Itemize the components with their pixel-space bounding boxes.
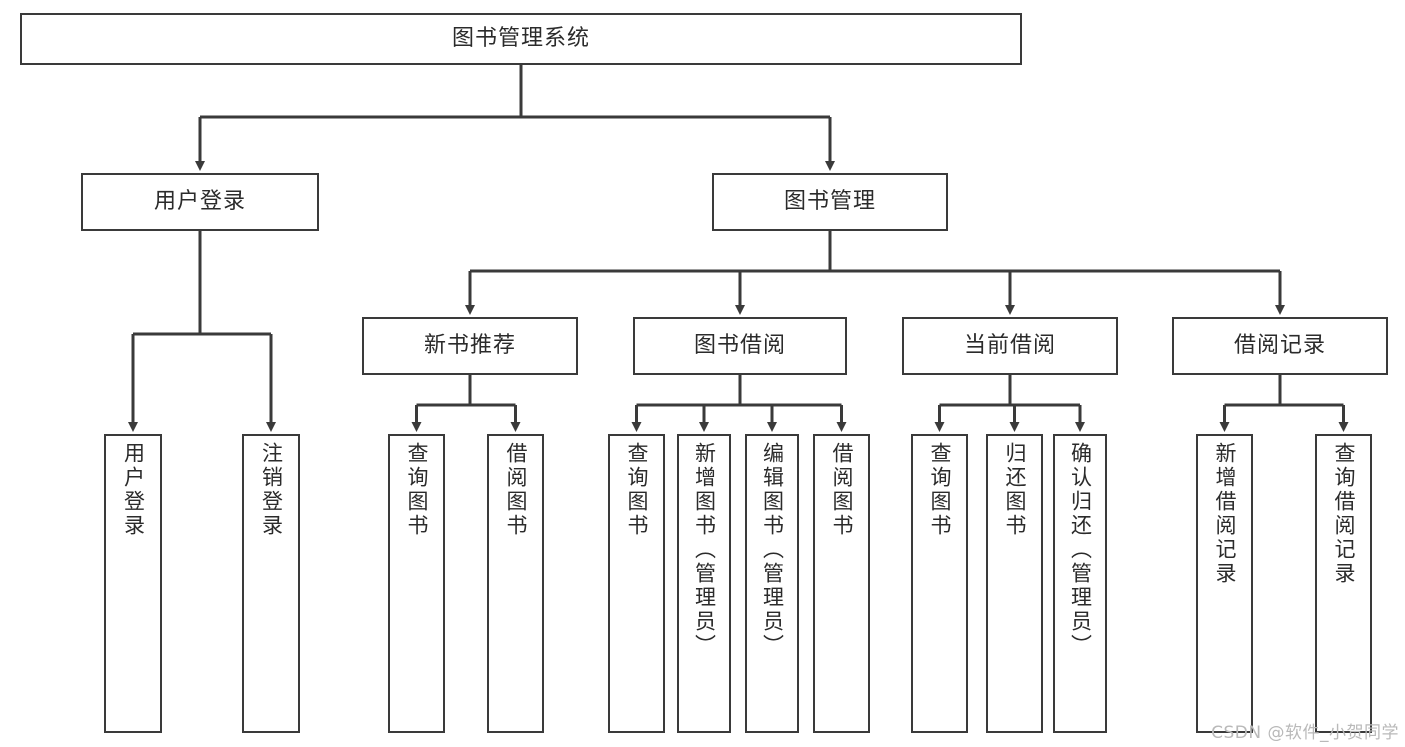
node-leaf-nb-borrow-book[interactable]: 借阅图书: [487, 434, 544, 733]
node-leaf-rec-add-record-label: 新增借阅记录: [1212, 442, 1237, 586]
node-leaf-cur-confirm-return[interactable]: 确认归还（管理员）: [1053, 434, 1107, 733]
node-borrow-record-label: 借阅记录: [1233, 332, 1326, 358]
node-new-book-recommend-label: 新书推荐: [423, 332, 516, 358]
node-leaf-bw-borrow-book[interactable]: 借阅图书: [813, 434, 870, 733]
node-leaf-bw-query-book[interactable]: 查询图书: [608, 434, 665, 733]
node-book-borrow-label: 图书借阅: [693, 332, 786, 358]
node-book-manage[interactable]: 图书管理: [712, 173, 948, 231]
node-leaf-rec-query-record-label: 查询借阅记录: [1331, 442, 1356, 586]
node-user-login-label: 用户登录: [153, 188, 246, 214]
node-user-login[interactable]: 用户登录: [81, 173, 319, 231]
node-leaf-bw-add-book-label: 新增图书（管理员）: [692, 442, 717, 658]
node-leaf-nb-query-book-label: 查询图书: [404, 442, 429, 538]
node-root[interactable]: 图书管理系统: [20, 13, 1022, 65]
node-leaf-rec-add-record[interactable]: 新增借阅记录: [1196, 434, 1253, 733]
node-current-borrow-label: 当前借阅: [963, 332, 1056, 358]
node-leaf-bw-edit-book[interactable]: 编辑图书（管理员）: [745, 434, 799, 733]
node-borrow-record[interactable]: 借阅记录: [1172, 317, 1388, 375]
node-new-book-recommend[interactable]: 新书推荐: [362, 317, 578, 375]
node-leaf-cur-query-book[interactable]: 查询图书: [911, 434, 968, 733]
node-leaf-bw-edit-book-label: 编辑图书（管理员）: [760, 442, 785, 658]
node-leaf-user-login[interactable]: 用户登录: [104, 434, 162, 733]
node-leaf-bw-query-book-label: 查询图书: [624, 442, 649, 538]
node-leaf-bw-borrow-book-label: 借阅图书: [829, 442, 854, 538]
node-root-label: 图书管理系统: [451, 25, 590, 51]
node-leaf-cur-confirm-return-label: 确认归还（管理员）: [1068, 442, 1093, 658]
node-leaf-user-logout[interactable]: 注销登录: [242, 434, 300, 733]
node-leaf-cur-query-book-label: 查询图书: [927, 442, 952, 538]
node-leaf-bw-add-book[interactable]: 新增图书（管理员）: [677, 434, 731, 733]
node-current-borrow[interactable]: 当前借阅: [902, 317, 1118, 375]
node-leaf-user-logout-label: 注销登录: [259, 442, 284, 538]
node-leaf-cur-return-book[interactable]: 归还图书: [986, 434, 1043, 733]
node-leaf-nb-query-book[interactable]: 查询图书: [388, 434, 445, 733]
node-leaf-user-login-label: 用户登录: [121, 442, 146, 538]
node-book-borrow[interactable]: 图书借阅: [633, 317, 847, 375]
node-book-manage-label: 图书管理: [783, 188, 876, 214]
node-leaf-rec-query-record[interactable]: 查询借阅记录: [1315, 434, 1372, 733]
node-leaf-cur-return-book-label: 归还图书: [1002, 442, 1027, 538]
node-leaf-nb-borrow-book-label: 借阅图书: [503, 442, 528, 538]
